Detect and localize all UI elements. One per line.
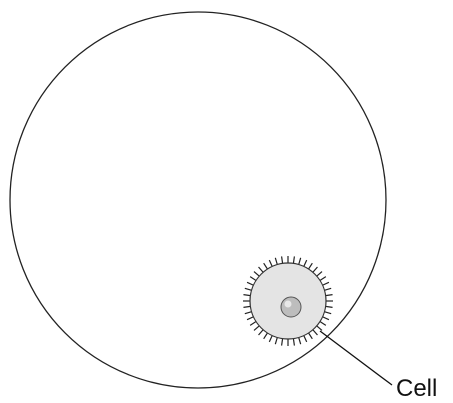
outer-circle: [10, 12, 386, 388]
cell-leader-line: [320, 331, 392, 385]
nucleus-highlight: [285, 301, 292, 308]
cell: [243, 256, 333, 346]
cell-nucleus: [281, 297, 301, 317]
cell-label: Cell: [396, 375, 437, 402]
